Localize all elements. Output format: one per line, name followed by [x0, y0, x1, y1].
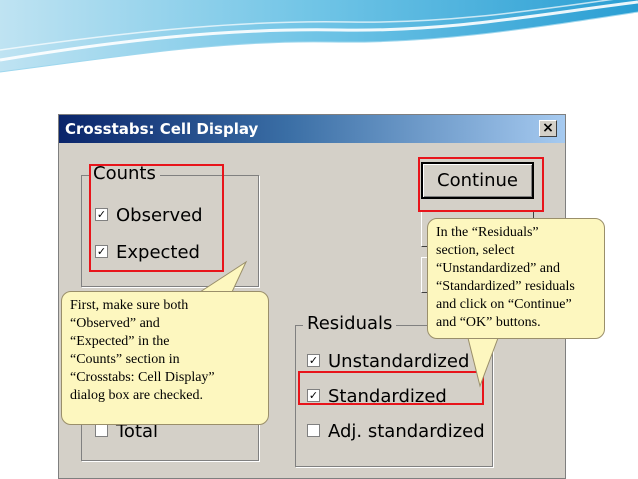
checkbox-unchecked-icon: [95, 423, 108, 437]
residuals-group-legend: Residuals: [303, 313, 397, 334]
adj-standardized-checkbox[interactable]: Adj. standardized: [307, 421, 485, 442]
unstandardized-checkbox[interactable]: ✓ Unstandardized: [307, 351, 469, 372]
counts-highlight-box: [89, 164, 224, 272]
checkbox-checked-icon: ✓: [307, 353, 320, 367]
callout-text-line: First, make sure both: [70, 298, 189, 313]
checkbox-checked-icon: ✓: [95, 244, 108, 258]
callout-text-line: and “OK” buttons.: [436, 315, 541, 330]
right-callout: In the “Residuals” section, select “Unst…: [427, 218, 605, 339]
callout-text-line: “Observed” and: [70, 316, 160, 331]
observed-label: Observed: [116, 205, 203, 226]
adj-standardized-label: Adj. standardized: [328, 421, 485, 442]
checkbox-unchecked-icon: [307, 423, 320, 437]
expected-label: Expected: [116, 242, 200, 263]
left-callout: First, make sure both “Observed” and “Ex…: [61, 291, 269, 425]
checkbox-checked-icon: ✓: [307, 388, 320, 402]
callout-text-line: section, select: [436, 243, 515, 258]
close-icon: ×: [542, 120, 554, 136]
total-label: Total: [116, 421, 159, 442]
counts-group: [81, 175, 259, 287]
continue-button[interactable]: Continue: [421, 162, 534, 199]
callout-text-line: In the “Residuals”: [436, 225, 539, 240]
callout-text-line: “Crosstabs: Cell Display”: [70, 370, 215, 385]
standardized-highlight-box: [298, 371, 484, 405]
callout-text-line: dialog box are checked.: [70, 388, 203, 403]
unstandardized-label: Unstandardized: [328, 351, 470, 372]
close-button[interactable]: ×: [539, 120, 557, 137]
callout-text-line: “Counts” section in: [70, 352, 180, 367]
callout-text-line: “Standardized” residuals: [436, 279, 575, 294]
callout-text-line: “Expected” in the: [70, 334, 170, 349]
continue-highlight-box: [418, 157, 544, 212]
counts-group-legend: Counts: [89, 163, 160, 184]
dialog-title: Crosstabs: Cell Display: [65, 120, 259, 138]
callout-text-line: and click on “Continue”: [436, 297, 572, 312]
callout-text-line: “Unstandardized” and: [436, 261, 560, 276]
slide-header-wave: [0, 0, 638, 73]
expected-checkbox[interactable]: ✓ Expected: [95, 242, 200, 263]
observed-checkbox[interactable]: ✓ Observed: [95, 205, 203, 226]
standardized-label: Standardized: [328, 386, 447, 407]
checkbox-checked-icon: ✓: [95, 207, 108, 221]
dialog-title-bar[interactable]: Crosstabs: Cell Display ×: [59, 115, 565, 143]
standardized-checkbox[interactable]: ✓ Standardized: [307, 386, 447, 407]
